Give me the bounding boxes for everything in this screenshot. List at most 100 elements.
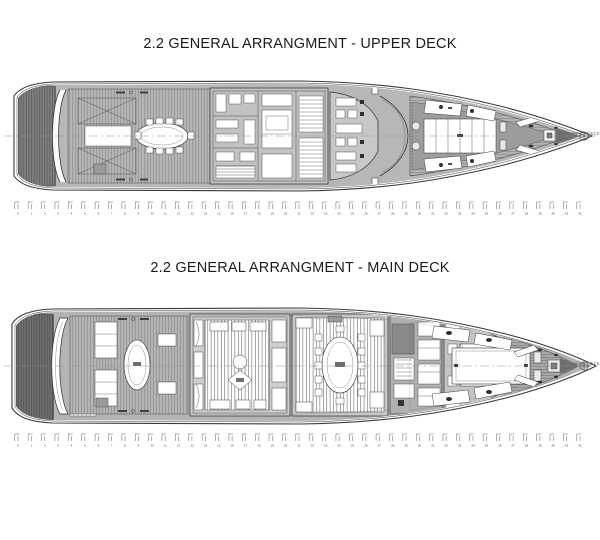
station-label: 35 <box>485 444 489 448</box>
station-label: 32 <box>444 444 448 448</box>
station-label: 16 <box>230 212 234 216</box>
station-label: 27 <box>378 212 382 216</box>
station-label: 21 <box>297 444 301 448</box>
station-label: 31 <box>431 212 435 216</box>
station-label: 38 <box>525 212 529 216</box>
station-label: 5 <box>84 444 86 448</box>
station-label: 19 <box>271 212 275 216</box>
upper-deck-svg <box>4 80 596 192</box>
station-label: 1 <box>31 212 33 216</box>
station-label: 13 <box>190 444 194 448</box>
station-label: 37 <box>511 212 515 216</box>
station-label: 15 <box>217 212 221 216</box>
station-label: 17 <box>244 212 248 216</box>
station-label: 39 <box>538 444 542 448</box>
station-label: 19 <box>271 444 275 448</box>
station-label: 28 <box>391 444 395 448</box>
main-deck-drawing: MAIN DECK <box>0 300 600 428</box>
station-label: 42 <box>578 212 582 216</box>
dining-saloon-area <box>291 313 389 417</box>
transom-band <box>16 313 54 421</box>
station-label: 9 <box>138 444 140 448</box>
station-label: 40 <box>552 444 556 448</box>
main-bow-reference-symbol <box>579 361 589 371</box>
station-label: 23 <box>324 444 328 448</box>
station-label: 34 <box>471 212 475 216</box>
station-label: 31 <box>431 444 435 448</box>
station-label: 6 <box>97 212 99 216</box>
bow-reference-symbol <box>579 131 589 141</box>
station-label: 29 <box>404 212 408 216</box>
station-label: 39 <box>538 212 542 216</box>
main-deck-plan-block: 2.2 GENERAL ARRANGMENT - MAIN DECK <box>0 258 600 452</box>
station-label: 14 <box>204 212 208 216</box>
station-label: 33 <box>458 212 462 216</box>
station-label: 15 <box>217 444 221 448</box>
station-label: 25 <box>351 444 355 448</box>
galley-area <box>389 315 443 415</box>
station-label: 6 <box>97 444 99 448</box>
station-label: 38 <box>525 444 529 448</box>
station-label: 2 <box>44 212 46 216</box>
upper-deck-drawing: UPPER DECK <box>0 76 600 196</box>
station-label: 30 <box>418 444 422 448</box>
station-label: 3 <box>57 444 59 448</box>
main-deck-surfaces <box>16 311 592 421</box>
foredeck-area-main <box>409 321 579 411</box>
station-label: 41 <box>565 444 569 448</box>
station-label: 26 <box>364 212 368 216</box>
station-label: 27 <box>378 444 382 448</box>
station-label: 5 <box>84 212 86 216</box>
upper-deck-title: 2.2 GENERAL ARRANGMENT - UPPER DECK <box>143 36 457 52</box>
station-label: 4 <box>71 444 73 448</box>
station-label: 8 <box>124 212 126 216</box>
station-label: 9 <box>138 212 140 216</box>
station-label: 12 <box>177 444 181 448</box>
station-label: 22 <box>311 212 315 216</box>
wheelhouse-area <box>329 85 409 187</box>
station-label: 18 <box>257 444 261 448</box>
station-label: 18 <box>257 212 261 216</box>
main-deck-svg <box>4 307 598 425</box>
station-ticks <box>14 201 582 209</box>
station-label: 20 <box>284 212 288 216</box>
station-label: 42 <box>578 444 582 448</box>
station-label: 12 <box>177 212 181 216</box>
station-label: 22 <box>311 444 315 448</box>
main-deck-title: 2.2 GENERAL ARRANGMENT - MAIN DECK <box>150 260 450 276</box>
station-label: 36 <box>498 212 502 216</box>
station-label: 0 <box>17 212 19 216</box>
station-label: 36 <box>498 444 502 448</box>
station-label: 11 <box>164 444 167 448</box>
station-label: 33 <box>458 444 462 448</box>
station-label: 7 <box>111 212 113 216</box>
station-label: 28 <box>391 212 395 216</box>
station-label: 21 <box>297 212 301 216</box>
station-label: 8 <box>124 444 126 448</box>
station-label: 40 <box>552 212 556 216</box>
station-label: 37 <box>511 444 515 448</box>
station-label: 32 <box>444 212 448 216</box>
station-label: 10 <box>150 212 154 216</box>
station-label: 35 <box>485 212 489 216</box>
station-label: 34 <box>471 444 475 448</box>
station-label: 23 <box>324 212 328 216</box>
station-label: 4 <box>71 212 73 216</box>
station-ticks <box>14 433 582 441</box>
station-label: 13 <box>190 212 194 216</box>
station-label: 17 <box>244 444 248 448</box>
station-label: 11 <box>164 212 167 216</box>
station-label: 16 <box>230 444 234 448</box>
station-label: 14 <box>204 444 208 448</box>
aft-cockpit-area <box>69 315 189 415</box>
station-label: 24 <box>337 444 341 448</box>
station-label: 0 <box>17 444 19 448</box>
station-label: 25 <box>351 212 355 216</box>
station-label: 1 <box>31 444 33 448</box>
station-label: 24 <box>337 212 341 216</box>
